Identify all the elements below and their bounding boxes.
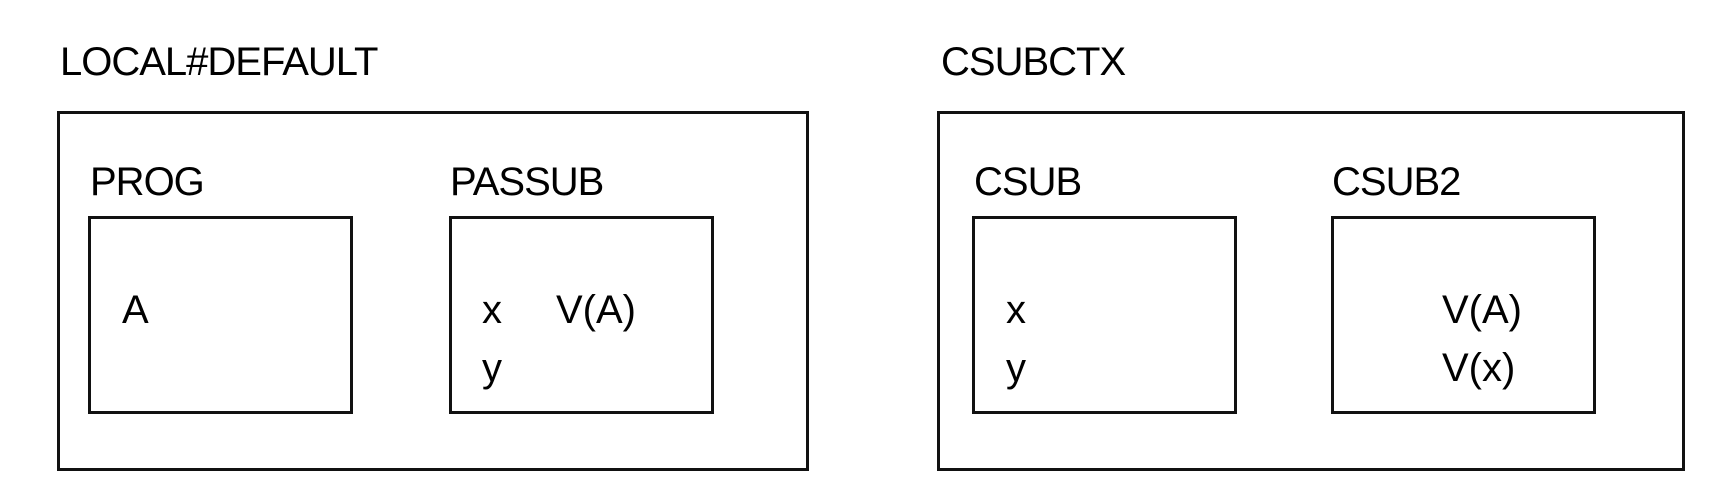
program-box-csub — [972, 216, 1237, 414]
program-label-csub2: CSUB2 — [1332, 160, 1461, 204]
context-box-local-default — [57, 111, 809, 471]
variable-y: y — [1006, 346, 1026, 390]
value-ref-x: V(x) — [1442, 346, 1516, 390]
value-ref-a: V(A) — [556, 288, 636, 332]
program-box-csub2 — [1331, 216, 1596, 414]
program-label-passub: PASSUB — [450, 160, 604, 204]
context-label-csubctx: CSUBCTX — [941, 40, 1126, 84]
variable-y: y — [482, 346, 502, 390]
program-label-prog: PROG — [90, 160, 205, 204]
variable-x: x — [1006, 288, 1026, 332]
program-box-passub — [449, 216, 714, 414]
program-label-csub: CSUB — [974, 160, 1082, 204]
variable-x: x — [482, 288, 502, 332]
program-box-prog — [88, 216, 353, 414]
variable-a: A — [122, 288, 149, 332]
value-ref-a: V(A) — [1442, 288, 1522, 332]
context-box-csubctx — [937, 111, 1685, 471]
context-label-local-default: LOCAL#DEFAULT — [60, 40, 378, 84]
